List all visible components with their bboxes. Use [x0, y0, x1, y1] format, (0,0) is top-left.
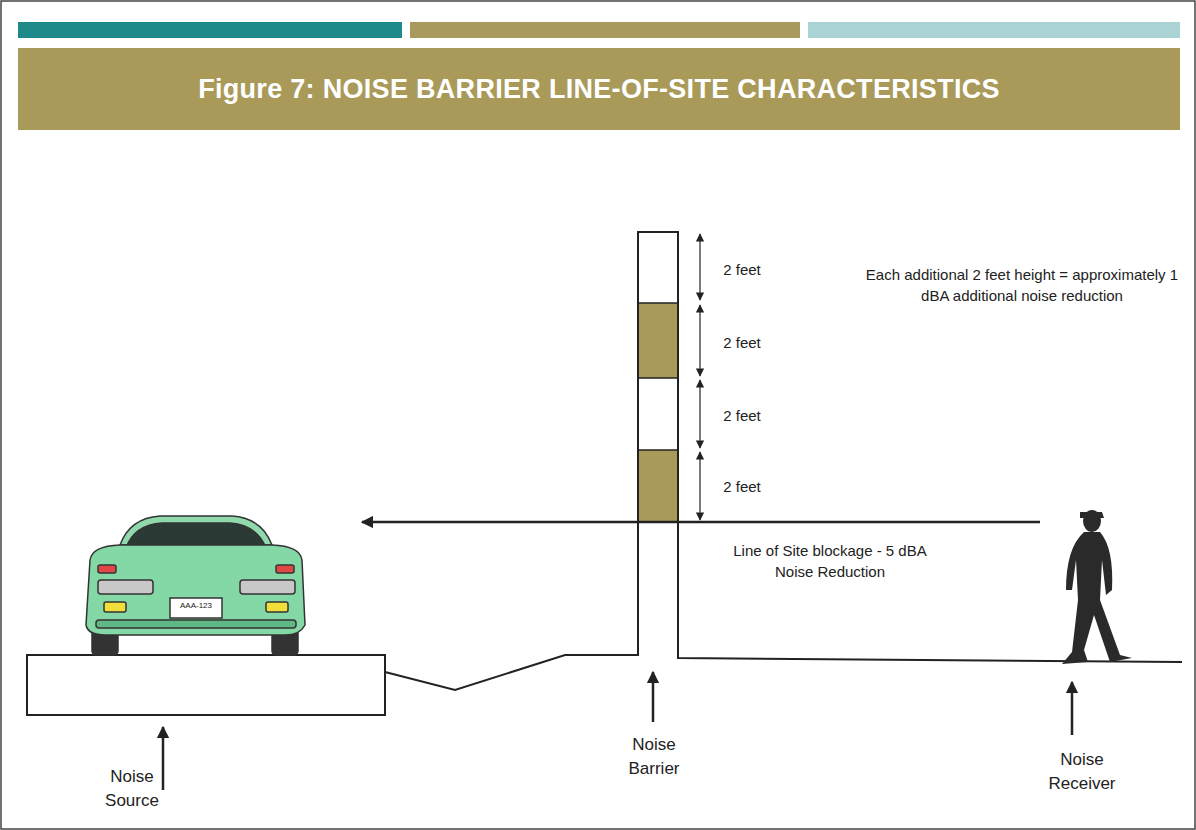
dimension-label: 2 feet: [707, 405, 777, 426]
noise-barrier: [638, 232, 678, 522]
car: [86, 516, 305, 655]
road-bed: [27, 655, 385, 715]
callout-text: Line of Site blockage - 5 dBA Noise Redu…: [715, 540, 945, 582]
top-bar: [18, 22, 402, 38]
dimension-label: 2 feet: [707, 476, 777, 497]
title-band: [18, 48, 1180, 130]
part-label: Noise Receiver: [1037, 748, 1127, 796]
figure-title: Figure 7: NOISE BARRIER LINE-OF-SITE CHA…: [18, 48, 1180, 130]
note-text: Each additional 2 feet height = approxim…: [862, 264, 1182, 306]
dimension-label: 2 feet: [707, 332, 777, 353]
part-label: Noise Source: [87, 765, 177, 813]
part-label: Noise Barrier: [609, 733, 699, 781]
barrier-segment: [639, 303, 677, 378]
line-of-sight: [362, 521, 1040, 524]
dimension-arrows: [699, 234, 700, 520]
license-plate-text: AAA-123: [170, 602, 222, 610]
ground-line: [385, 522, 638, 690]
top-bar: [410, 22, 800, 38]
pointer-arrows: [163, 672, 1072, 790]
person: [1062, 510, 1132, 664]
dimension-label: 2 feet: [707, 259, 777, 280]
top-bar: [808, 22, 1180, 38]
barrier-segment: [639, 450, 677, 521]
